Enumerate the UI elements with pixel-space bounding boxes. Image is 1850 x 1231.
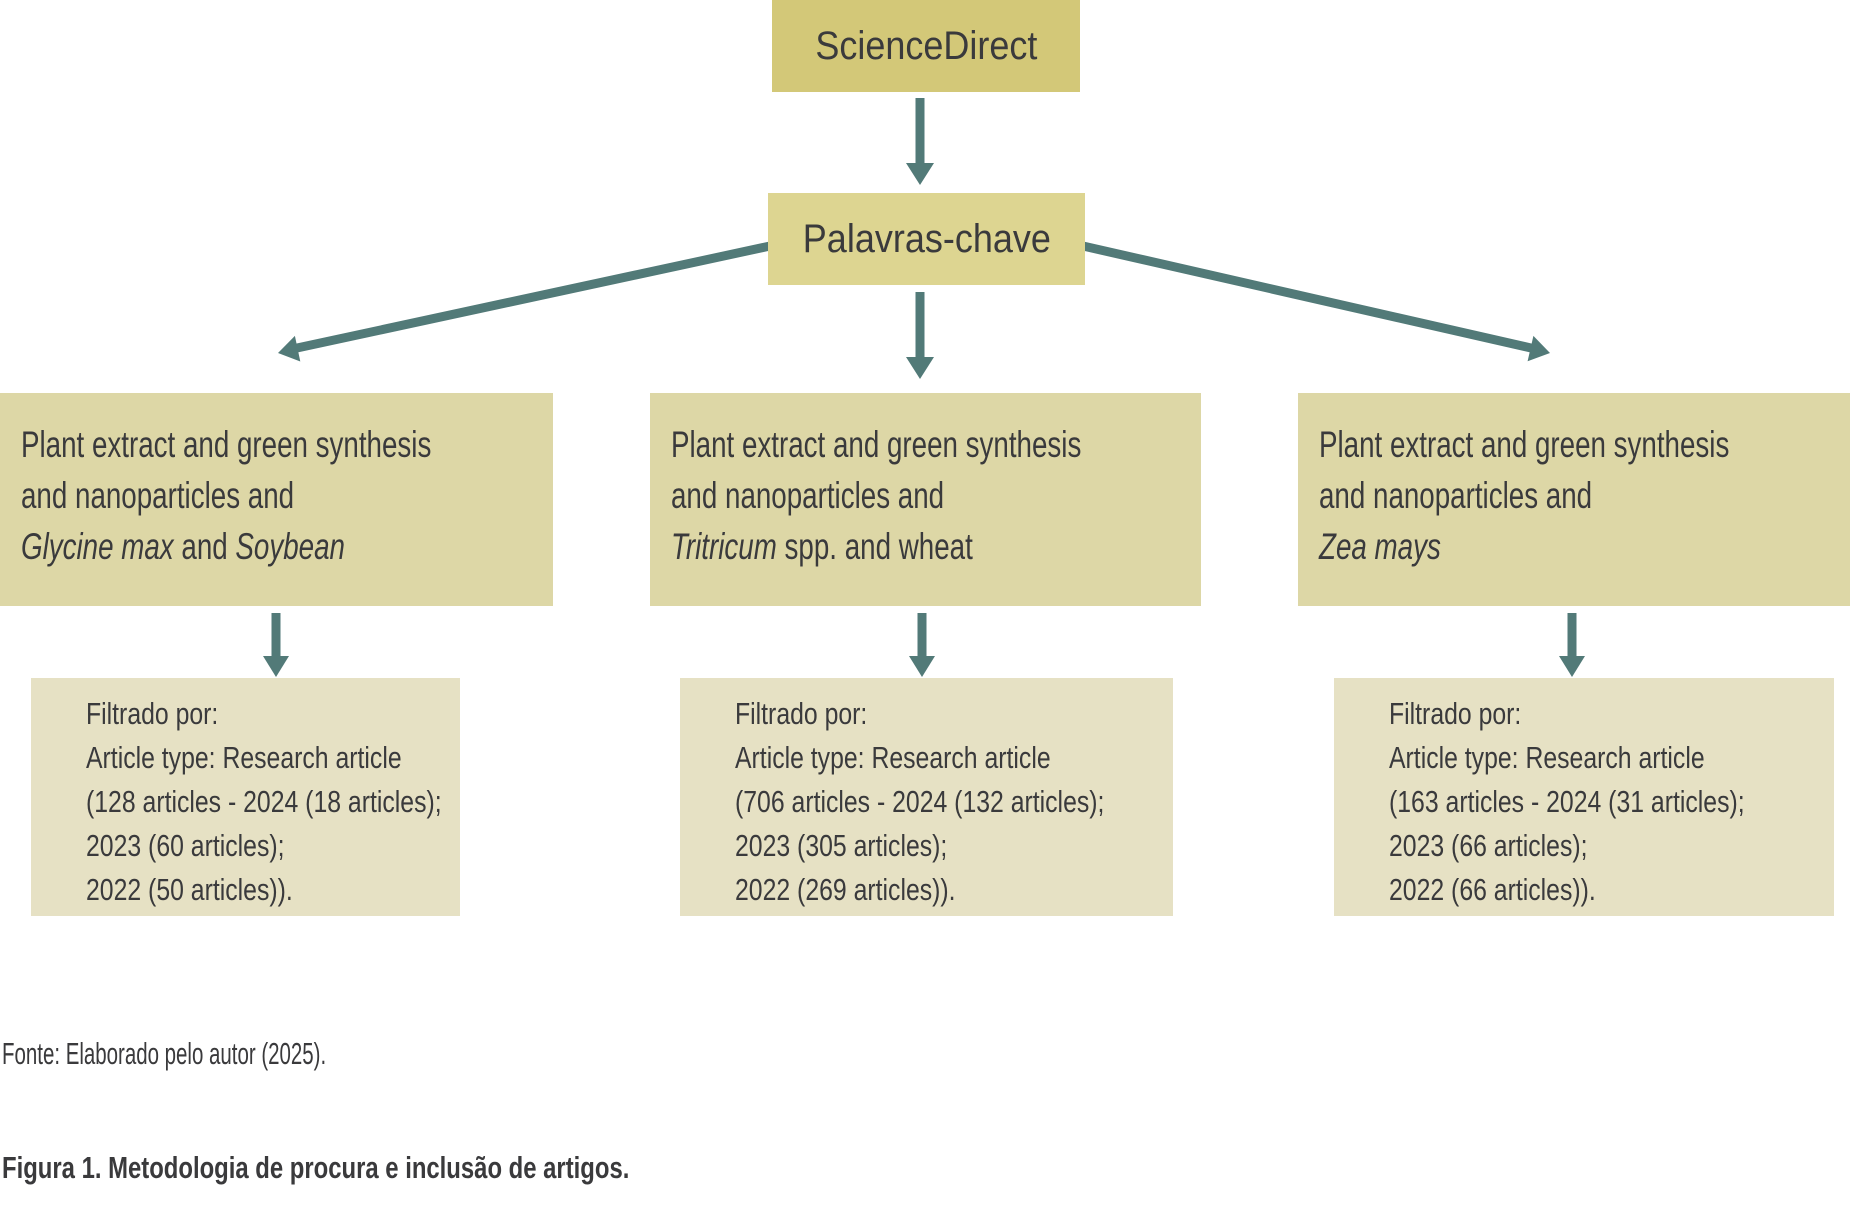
filter-count-2023: 2023 (305 articles);	[735, 828, 948, 863]
arrow-middle-query-to-filter	[909, 613, 935, 677]
filter-count-2022: 2022 (66 articles)).	[1389, 872, 1596, 907]
query-line: Tritricum spp. and wheat	[671, 521, 1069, 572]
filter-count-2023: 2023 (60 articles);	[86, 828, 285, 863]
query-line: Plant extract and green synthesis	[671, 424, 1082, 465]
query-box-soybean: Plant extract and green synthesis and na…	[0, 393, 553, 606]
query-line-text: and	[173, 526, 236, 567]
filter-title: Filtrado por:	[1389, 696, 1522, 731]
species-name: Zea mays	[1319, 526, 1441, 567]
query-line: and nanoparticles and	[1319, 475, 1593, 516]
filter-total-count: (128 articles - 2024 (18 articles);	[86, 784, 442, 819]
query-line: Plant extract and green synthesis	[1319, 424, 1730, 465]
filter-article-type: Article type: Research article	[1389, 740, 1705, 775]
arrow-keywords-to-right-query	[1082, 241, 1550, 362]
source-note: Fonte: Elaborado pelo autor (2025).	[2, 1036, 327, 1071]
species-name: Tritricum	[671, 526, 777, 567]
query-line-text: spp. and wheat	[776, 526, 973, 567]
filter-box-soybean: Filtrado por: Article type: Research art…	[31, 678, 460, 916]
sciencedirect-box: ScienceDirect	[772, 0, 1080, 92]
filter-total-count: (706 articles - 2024 (132 articles);	[735, 784, 1105, 819]
species-name: Soybean	[235, 526, 345, 567]
arrow-right-query-to-filter	[1559, 613, 1585, 677]
keywords-label: Palavras-chave	[802, 216, 1051, 261]
filter-article-type: Article type: Research article	[735, 740, 1051, 775]
arrow-keywords-to-left-query	[278, 241, 771, 362]
query-box-wheat: Plant extract and green synthesis and na…	[650, 393, 1201, 606]
query-line: and nanoparticles and	[671, 475, 945, 516]
query-line: and nanoparticles and	[21, 475, 295, 516]
keywords-box: Palavras-chave	[768, 193, 1085, 285]
arrow-sciencedirect-to-keywords	[906, 98, 934, 185]
filter-count-2023: 2023 (66 articles);	[1389, 828, 1588, 863]
arrow-left-query-to-filter	[263, 613, 289, 677]
filter-count-2022: 2022 (50 articles)).	[86, 872, 293, 907]
filter-title: Filtrado por:	[86, 696, 219, 731]
query-box-zea-mays: Plant extract and green synthesis and na…	[1298, 393, 1850, 606]
sciencedirect-label: ScienceDirect	[814, 23, 1038, 68]
species-name: Glycine max	[21, 526, 174, 567]
arrow-keywords-to-middle-query	[906, 292, 934, 379]
filter-box-zea-mays: Filtrado por: Article type: Research art…	[1334, 678, 1834, 916]
filter-article-type: Article type: Research article	[86, 740, 402, 775]
filter-count-2022: 2022 (269 articles)).	[735, 872, 956, 907]
query-line: Glycine max and Soybean	[21, 521, 420, 572]
filter-total-count: (163 articles - 2024 (31 articles);	[1389, 784, 1745, 819]
query-line: Plant extract and green synthesis	[21, 424, 432, 465]
query-line: Zea mays	[1319, 521, 1717, 572]
filter-box-wheat: Filtrado por: Article type: Research art…	[680, 678, 1173, 916]
figure-caption: Figura 1. Metodologia de procura e inclu…	[2, 1150, 630, 1185]
filter-title: Filtrado por:	[735, 696, 868, 731]
